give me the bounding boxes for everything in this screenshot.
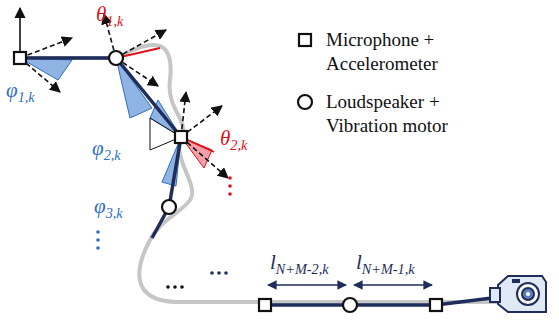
- angle-label: θ2,k: [220, 128, 247, 149]
- angle-label: φ1,k: [6, 80, 35, 101]
- microphone-square: [14, 52, 26, 64]
- legend-text: Microphone + Accelerometer: [326, 28, 476, 76]
- loudspeaker-circle: [162, 200, 176, 214]
- segment-length-label: lN+M-2,k: [270, 252, 329, 273]
- microphone-square: [430, 299, 442, 311]
- loudspeaker-circle: [109, 51, 123, 65]
- length-arrows: [268, 284, 432, 286]
- legend-circle-sample: [295, 92, 315, 112]
- segment-length-label: lN+M-1,k: [356, 252, 415, 273]
- microphone-square: [175, 131, 187, 143]
- ellipsis-dots: [96, 176, 232, 289]
- frame-vectors: [20, 8, 228, 178]
- angle-label: φ3,k: [94, 196, 123, 217]
- angle-label: θ1,k: [96, 4, 123, 25]
- chain-segments: [20, 58, 492, 305]
- legend-text: Loudspeaker + Vibration motor: [326, 90, 476, 138]
- camera-icon: [490, 276, 546, 312]
- legend-square-sample: [295, 30, 315, 50]
- phi-angle-wedge: [20, 58, 72, 80]
- angle-label: φ2,k: [92, 138, 121, 159]
- loudspeaker-circle: [343, 298, 357, 312]
- microphone-square: [259, 299, 271, 311]
- cable-curve: [20, 45, 500, 302]
